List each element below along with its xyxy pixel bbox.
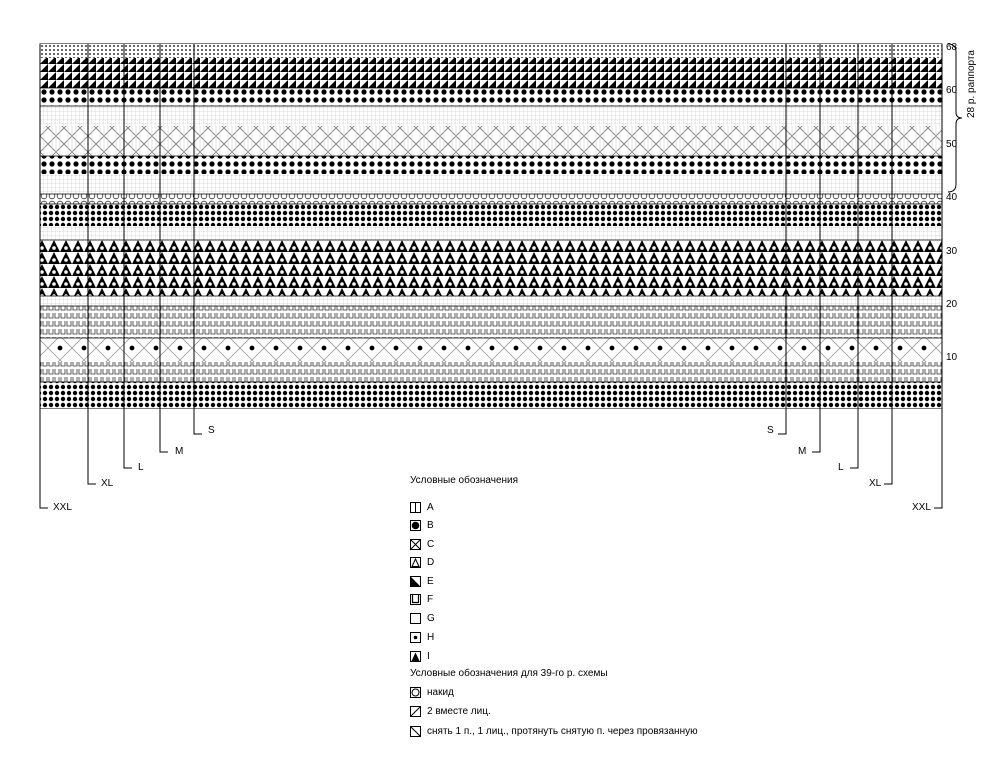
size-lines	[39, 44, 943, 509]
u-shape-square-icon	[410, 593, 421, 605]
outline-triangle-square-icon	[410, 556, 421, 568]
legend-label: 2 вместе лиц.	[427, 705, 491, 717]
size-label-xxl-right: XXL	[912, 502, 931, 513]
size-label-s-right: S	[767, 425, 774, 436]
size-label-l-left: L	[138, 462, 144, 473]
legend-row39-item-yarn-over: накид	[410, 685, 454, 699]
legend-item-c: C	[410, 537, 434, 551]
legend-label: B	[427, 519, 434, 531]
slash-square-icon	[410, 705, 421, 717]
row-number-50: 50	[946, 139, 958, 150]
dot-square-icon	[410, 631, 421, 643]
row-number-68: 68	[946, 42, 958, 53]
row-number-20: 20	[946, 299, 958, 310]
half-filled-triangle-square-icon	[410, 575, 421, 587]
vertical-line-square-icon	[410, 501, 421, 513]
legend-item-e: E	[410, 574, 434, 588]
legend-label: F	[427, 593, 434, 605]
yarn-over-circle-icon	[410, 686, 421, 698]
legend-label: D	[427, 556, 435, 568]
legend-label: G	[427, 612, 435, 624]
legend-item-f: F	[410, 592, 433, 606]
row-number-10: 10	[946, 352, 958, 363]
repeat-bracket	[947, 43, 963, 193]
legend-row39-title: Условные обозначения для 39-го р. схемы	[410, 668, 608, 679]
legend-label: A	[427, 501, 434, 513]
size-label-xxl-left: XXL	[53, 502, 72, 513]
size-label-s-left: S	[208, 425, 215, 436]
legend-label: снять 1 п., 1 лиц., протянуть снятую п. …	[427, 725, 698, 737]
row-number-40: 40	[946, 192, 958, 203]
legend-row39-item-k2tog: 2 вместе лиц.	[410, 704, 491, 718]
row-number-60: 60	[946, 85, 958, 96]
x-cross-square-icon	[410, 538, 421, 550]
legend-label: накид	[427, 686, 454, 698]
filled-circle-square-icon	[410, 519, 421, 531]
legend-item-b: B	[410, 518, 434, 532]
size-label-l-right: L	[838, 462, 844, 473]
legend-title: Условные обозначения	[410, 475, 519, 486]
legend-label: C	[427, 538, 435, 550]
repeat-label: 28 р. раппорта	[966, 50, 977, 118]
size-label-xl-right: XL	[869, 478, 882, 489]
size-label-xl-left: XL	[101, 478, 114, 489]
row-number-30: 30	[946, 246, 958, 257]
filled-triangle-square-icon	[410, 650, 421, 662]
legend-label: I	[427, 650, 430, 662]
legend-label: H	[427, 631, 435, 643]
legend-item-i: I	[410, 649, 430, 663]
legend-item-g: G	[410, 611, 435, 625]
size-label-m-right: M	[798, 446, 807, 457]
empty-square-icon	[410, 612, 421, 624]
legend-row39-item-skp: снять 1 п., 1 лиц., протянуть снятую п. …	[410, 724, 698, 738]
legend-item-a: A	[410, 500, 434, 514]
backslash-square-icon	[410, 725, 421, 737]
chart-grid	[39, 43, 943, 409]
legend-item-d: D	[410, 555, 434, 569]
legend-label: E	[427, 575, 434, 587]
legend-item-h: H	[410, 630, 434, 644]
size-label-m-left: M	[175, 446, 184, 457]
